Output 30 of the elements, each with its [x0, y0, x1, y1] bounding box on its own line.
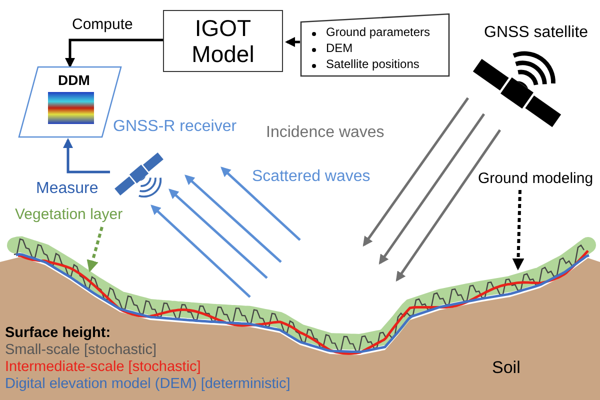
arrow	[150, 204, 251, 298]
arrow	[86, 226, 104, 272]
arrow	[378, 113, 486, 265]
arrow	[63, 138, 110, 174]
ground-label: Soil	[492, 358, 520, 378]
arrow	[285, 37, 300, 47]
list-item: DEM	[326, 42, 353, 56]
edge-label: Incidence waves	[266, 124, 384, 142]
list-item: Ground parameters	[326, 26, 430, 40]
legend-text: Small-scale [stochastic]	[5, 342, 156, 359]
arrow	[396, 129, 502, 282]
receiver-label: GNSS-R receiver	[113, 118, 237, 136]
arrow	[220, 166, 301, 241]
edge-label: Measure	[36, 180, 98, 198]
ddm-title: DDM	[58, 72, 90, 88]
ground-modeling-label: Ground modeling	[478, 170, 594, 188]
legend-text: Digital elevation model (DEM) [deterministic]	[5, 376, 290, 393]
legend-text: Intermediate-scale [stochastic]	[5, 359, 201, 376]
arrow	[168, 188, 268, 279]
arrow	[362, 97, 470, 247]
model-box: IGOT Model	[163, 10, 283, 72]
arrow	[65, 38, 163, 68]
arrow	[512, 190, 524, 270]
satellite-label: GNSS satellite	[484, 24, 588, 42]
edge-label: Compute	[72, 16, 133, 34]
legend-title: Surface height:	[5, 325, 111, 342]
edge-label: Scattered waves	[252, 168, 370, 186]
vegetation-label: Vegetation layer	[15, 206, 123, 224]
list-item: Satellite positions	[326, 58, 420, 72]
arrow	[184, 174, 282, 263]
